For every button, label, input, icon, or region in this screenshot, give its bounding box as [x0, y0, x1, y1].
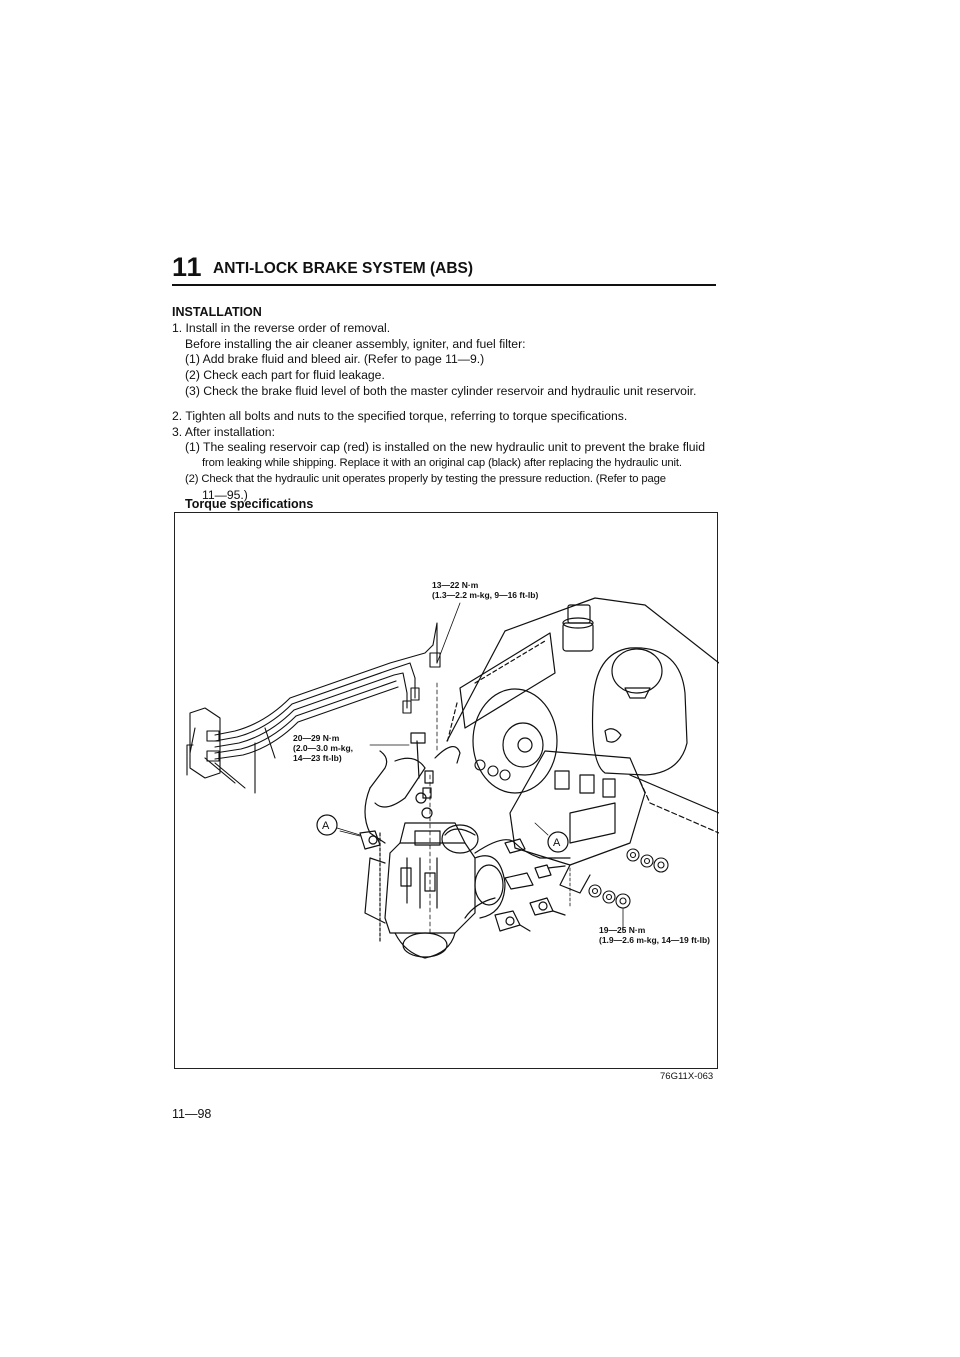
figure-title: Torque specifications — [185, 497, 314, 511]
installation-section: INSTALLATION 1. Install in the reverse o… — [172, 305, 720, 504]
section-header: 11 ANTI-LOCK BRAKE SYSTEM (ABS) — [172, 252, 716, 286]
torque-bottom-value: 19—25 N·m — [599, 925, 646, 935]
torque-top-label: 13—22 N·m (1.3—2.2 m-kg, 9—16 ft-lb) — [432, 580, 538, 600]
step-3-sub-2b: 11—95.) — [202, 487, 248, 502]
torque-left-label: 20—29 N·m (2.0—3.0 m-kg, 14—23 ft-lb) — [293, 733, 353, 763]
step-1: 1. Install in the reverse order of remov… — [172, 320, 391, 335]
step-1-sub-3: (3) Check the brake fluid level of both … — [185, 383, 697, 398]
section-title: ANTI-LOCK BRAKE SYSTEM (ABS) — [213, 260, 474, 277]
svg-text:A: A — [553, 837, 561, 849]
abs-unit-illustration: A A — [186, 597, 719, 959]
header-rule — [172, 284, 716, 286]
step-3-sub-1a: (1) The sealing reservoir cap (red) is i… — [185, 440, 706, 455]
step-1-sub-2: (2) Check each part for fluid leakage. — [185, 368, 385, 383]
page-number: 11—98 — [172, 1107, 212, 1121]
step-1-sub-1: (1) Add brake fluid and bleed air. (Refe… — [185, 352, 485, 367]
torque-left-range-b: 14—23 ft-lb) — [293, 753, 342, 763]
step-3-sub-1b: from leaking while shipping. Replace it … — [202, 457, 682, 470]
step-3-sub-2a: (2) Check that the hydraulic unit operat… — [185, 472, 666, 485]
torque-bottom-label: 19—25 N·m (1.9—2.6 m-kg, 14—19 ft-lb) — [599, 925, 710, 945]
torque-left-value: 20—29 N·m — [293, 733, 340, 743]
step-1-note: Before installing the air cleaner assemb… — [185, 336, 526, 351]
torque-left-range-a: (2.0—3.0 m-kg, — [293, 743, 353, 753]
installation-heading: INSTALLATION — [172, 305, 262, 319]
torque-top-range: (1.3—2.2 m-kg, 9—16 ft-lb) — [432, 590, 539, 600]
section-number: 11 — [172, 252, 203, 282]
torque-top-value: 13—22 N·m — [432, 580, 479, 590]
svg-text:A: A — [322, 820, 330, 832]
step-2: 2. Tighten all bolts and nuts to the spe… — [172, 408, 628, 423]
torque-figure: A A 13—22 N·m (1.3—2.2 m-kg, 9—16 ft-lb)… — [174, 512, 719, 1069]
step-3: 3. After installation: — [172, 424, 275, 439]
torque-bottom-range: (1.9—2.6 m-kg, 14—19 ft-lb) — [599, 935, 711, 945]
figure-code: 76G11X-063 — [660, 1071, 714, 1082]
